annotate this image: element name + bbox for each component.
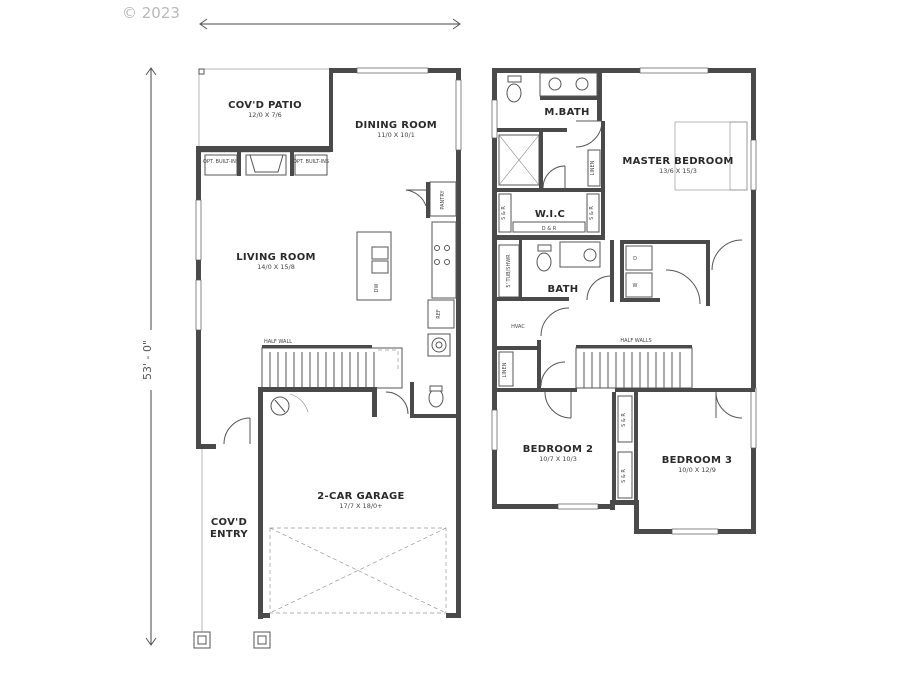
wic-name: W.I.C <box>535 209 565 220</box>
copyright-text: © 2023 <box>122 4 180 22</box>
patio-name: COV'D PATIO <box>228 100 302 111</box>
garage-name: 2-CAR GARAGE <box>317 491 404 502</box>
bed3-size: 10/0 X 12/9 <box>678 466 716 474</box>
bed3-name: BEDROOM 3 <box>662 455 733 466</box>
entry-line2: ENTRY <box>210 529 248 540</box>
sr-right: S & R <box>589 206 595 220</box>
living-name: LIVING ROOM <box>236 252 316 263</box>
washer-label: W <box>633 283 638 289</box>
opt-builtins-left: OPT. BUILT-INS <box>203 159 239 165</box>
garage-size: 17/7 X 18/0+ <box>339 502 382 510</box>
bath-name: BATH <box>548 284 579 295</box>
dining-size: 11/0 X 10/1 <box>377 131 415 139</box>
width-dimension <box>199 18 461 30</box>
linen-lower: LINEN <box>502 362 508 377</box>
bed2-name: BEDROOM 2 <box>523 444 594 455</box>
sr-bed3: S & R <box>621 469 627 483</box>
pantry-label: PANTRY <box>440 189 446 209</box>
half-wall-label: HALF WALL <box>264 339 292 345</box>
mbath-name: M.BATH <box>544 107 589 118</box>
linen-upper: LINEN <box>590 160 596 175</box>
dryer-label: D <box>633 256 637 262</box>
dining-name: DINING ROOM <box>355 120 437 131</box>
dw-label: DW <box>374 284 380 293</box>
half-walls-label: HALF WALLS <box>620 338 651 344</box>
sr-wic: D & R <box>542 226 557 232</box>
opt-builtins-right: OPT. BUILT-INS <box>293 159 329 165</box>
sr-bed2: S & R <box>621 413 627 427</box>
patio-size: 12/0 X 7/6 <box>248 111 282 119</box>
ref-label: REF <box>436 309 442 319</box>
second-floor-plan: LINEN S & R S & R D & R 5' TUB/SHWR D W <box>491 67 757 535</box>
first-floor-plan: OPT. BUILT-INS OPT. BUILT-INS PANTRY REF… <box>193 67 462 649</box>
master-name: MASTER BEDROOM <box>622 156 733 167</box>
depth-dimension: 53' - 0" <box>140 67 162 646</box>
depth-label: 53' - 0" <box>141 340 154 380</box>
tub-label: 5' TUB/SHWR <box>506 254 512 288</box>
bed2-size: 10/7 X 10/3 <box>539 455 577 463</box>
hvac-label: HVAC <box>511 324 525 330</box>
master-size: 13/6 X 15/3 <box>659 167 697 175</box>
living-size: 14/0 X 15/8 <box>257 263 295 271</box>
sr-left: S & R <box>501 206 507 220</box>
entry-line1: COV'D <box>211 517 247 528</box>
